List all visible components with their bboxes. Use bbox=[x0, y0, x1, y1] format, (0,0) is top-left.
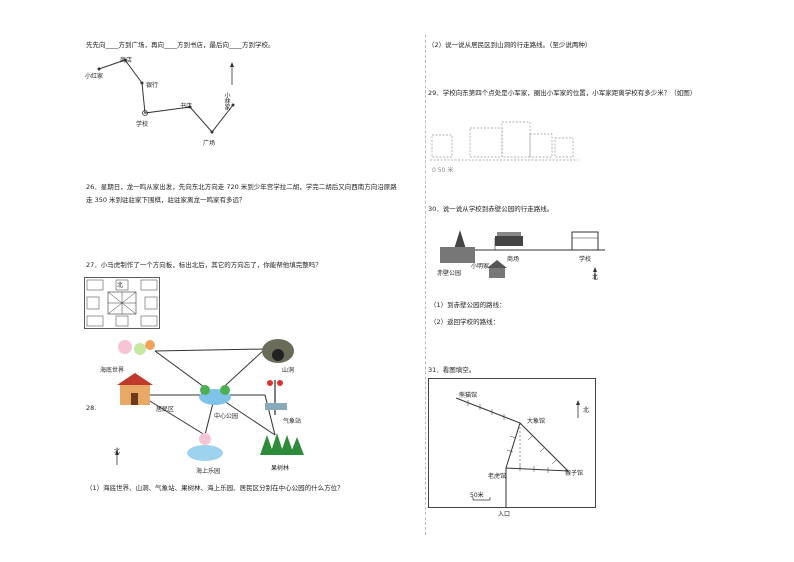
xiaoming-home-icon bbox=[487, 260, 507, 278]
map4-diagram bbox=[455, 397, 580, 508]
q30-sub1: （1）到赤壁公园的路线： bbox=[430, 301, 506, 309]
school-building-icon bbox=[571, 231, 599, 251]
q28-sub1: （1）海底世界、山洞、气象站、果树林、海上乐园、居民区分别在中心公园的什么方位？ bbox=[86, 484, 344, 492]
column-divider bbox=[425, 35, 426, 535]
q26-line1: 26．星期日，龙一鸣从家出发，先向东北方向走 720 米到少年宫学拉二胡，学完二… bbox=[86, 183, 397, 191]
map1-square: 广场 bbox=[203, 140, 216, 147]
map2-residential: 居民区 bbox=[156, 406, 175, 413]
map2-weather: 气象站 bbox=[283, 418, 302, 425]
map4-monkey: 猴子馆 bbox=[565, 470, 584, 477]
map4-scale: 50米 bbox=[470, 492, 484, 499]
map3-north: 北 bbox=[592, 274, 599, 281]
map2-diagram bbox=[115, 339, 304, 465]
map3-school: 学校 bbox=[579, 256, 592, 263]
q31-text: 31．看图填空。 bbox=[428, 366, 476, 374]
q30-text: 30．说一说从学校到赤壁公园的行走路线。 bbox=[428, 205, 554, 213]
residential-icon bbox=[117, 373, 153, 405]
map2-park: 中心公园 bbox=[214, 413, 239, 420]
weather-station-icon bbox=[265, 380, 287, 415]
map1-bank: 银行 bbox=[146, 82, 159, 89]
map2-fun: 海上乐园 bbox=[196, 468, 221, 475]
map4-entrance: 入口 bbox=[498, 511, 511, 518]
map2-orchard: 果树林 bbox=[271, 465, 290, 472]
q27-text: 27．小马虎制作了一个方向板，标出北后，其它的方向忘了，你能帮他填完整吗？ bbox=[86, 261, 322, 269]
map4-north: 北 bbox=[583, 407, 590, 414]
cave-icon bbox=[262, 339, 294, 363]
map4-tiger: 老虎馆 bbox=[488, 473, 507, 480]
map3-mall: 商场 bbox=[507, 256, 520, 263]
ocean-world-icon bbox=[118, 340, 155, 355]
map3-park: 赤壁公园 bbox=[437, 270, 462, 277]
map1-route-diagram bbox=[97, 58, 235, 134]
map4-elephant: 大象馆 bbox=[527, 418, 546, 425]
map1-school: 学校 bbox=[136, 121, 149, 128]
q29-street-diagram bbox=[430, 121, 578, 161]
q26-line2: 走 350 米到驻驻家下围棋，驻驻家离龙一鸣家有多远？ bbox=[86, 196, 246, 204]
map4-zoo: 熊猫馆 bbox=[459, 392, 478, 399]
mall-icon bbox=[495, 232, 523, 246]
compass-north-label: 北 bbox=[117, 282, 124, 289]
map1-xiaohong: 小红家 bbox=[85, 73, 104, 80]
map1-bookstore: 书店 bbox=[180, 103, 193, 110]
q25-text: 先先向____方到广场，再向____方到书店，最后向____方到学校。 bbox=[86, 41, 275, 49]
map1-xiaolin: 小林家 bbox=[223, 92, 230, 110]
sea-park-icon bbox=[187, 433, 223, 461]
q29-scale: 0 50 米 bbox=[432, 167, 454, 174]
q28-number: 28. bbox=[86, 404, 97, 412]
red-cliff-park-icon bbox=[440, 230, 475, 263]
map2-ocean: 海底世界 bbox=[100, 367, 125, 374]
q28-sub2: （2）说一说从居民区到山洞的行走路线。（至少说两种） bbox=[428, 41, 592, 49]
q29-text: 29．学校向东第四个点处是小军家，圈出小军家的位置，小军家距离学校有多少米？（如… bbox=[428, 89, 697, 97]
map3-diagram bbox=[440, 230, 605, 280]
map2-cave: 山洞 bbox=[282, 367, 295, 374]
compass-board bbox=[84, 277, 160, 329]
central-park-icon bbox=[199, 385, 231, 405]
orchard-icon bbox=[260, 433, 304, 455]
map3-xiaoming: 小明家 bbox=[471, 263, 490, 270]
q30-sub2: （2）返回学校的路线： bbox=[430, 318, 500, 326]
map2-north: 北 bbox=[114, 448, 121, 455]
map4-frame bbox=[428, 378, 596, 508]
map1-shop: 商店 bbox=[120, 57, 133, 64]
